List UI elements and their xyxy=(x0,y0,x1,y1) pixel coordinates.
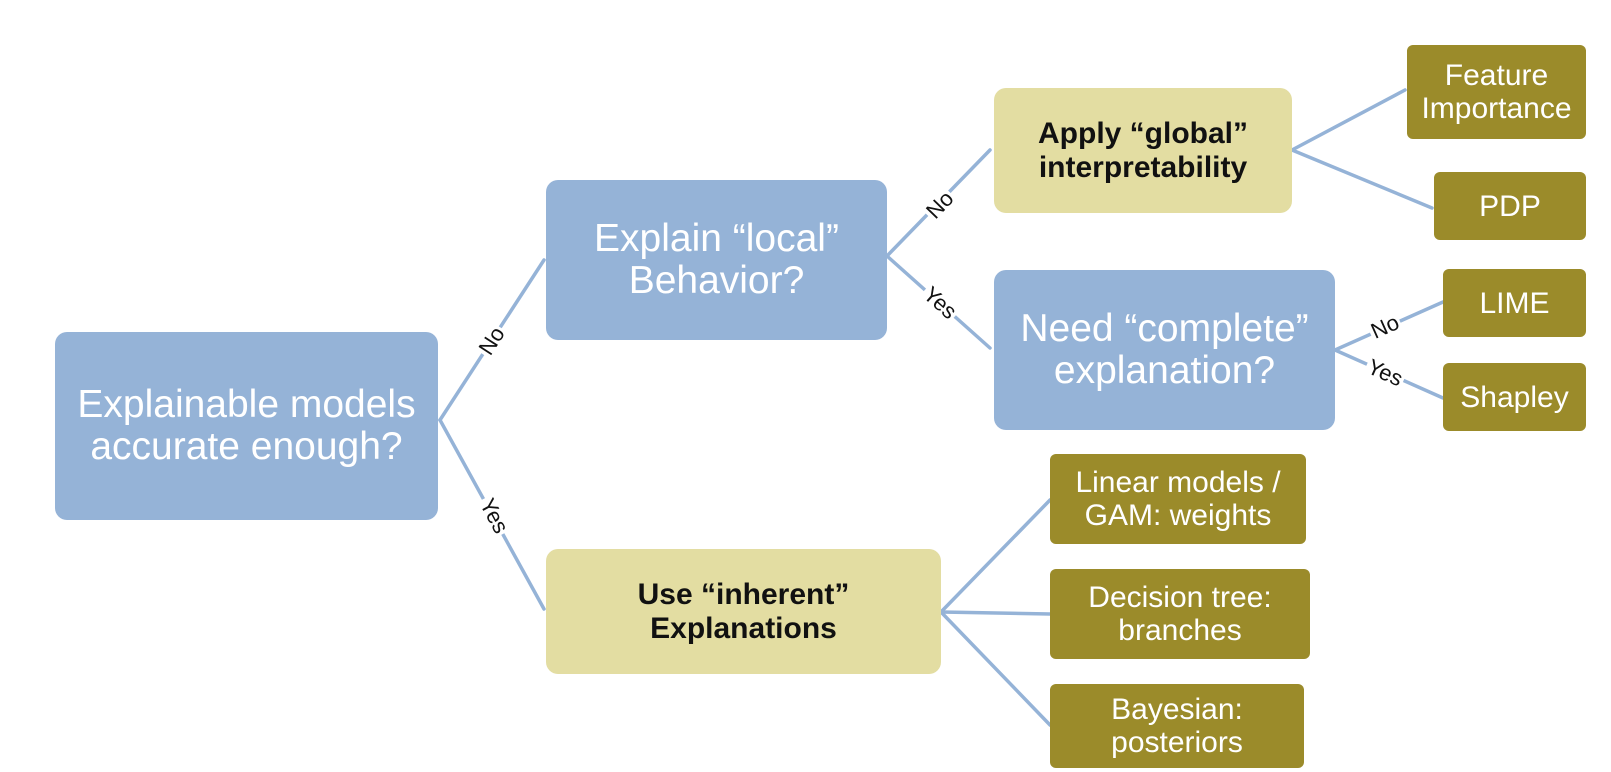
leaf-lime: LIME xyxy=(1443,269,1586,337)
leaf-decision-tree-branches: Decision tree: branches xyxy=(1050,569,1310,659)
edge-inherent-to-linear xyxy=(939,498,1052,614)
node-explain-local-behavior-label: Explain “local” Behavior? xyxy=(594,216,839,302)
node-need-complete-explanation: Need “complete” explanation? xyxy=(994,270,1335,430)
node-need-complete-explanation-label: Need “complete” explanation? xyxy=(1020,306,1309,392)
node-use-inherent-explanations-label: Use “inherent” Explanations xyxy=(637,577,850,645)
leaf-linear-models-gam-weights-label: Linear models / GAM: weights xyxy=(1075,466,1281,532)
leaf-shapley-label: Shapley xyxy=(1460,380,1569,414)
leaf-pdp-label: PDP xyxy=(1479,189,1541,223)
leaf-feature-importance-label: Feature Importance xyxy=(1421,59,1572,125)
node-apply-global-interpretability-label: Apply “global” interpretability xyxy=(1038,116,1248,184)
leaf-decision-tree-branches-label: Decision tree: branches xyxy=(1088,581,1272,647)
edge-inherent-to-decision-tree xyxy=(939,610,1052,616)
edge-inherent-to-bayesian xyxy=(939,610,1052,727)
leaf-lime-label: LIME xyxy=(1479,286,1550,320)
node-use-inherent-explanations: Use “inherent” Explanations xyxy=(546,549,941,674)
edge-global-to-pdp xyxy=(1290,148,1434,210)
leaf-bayesian-posteriors: Bayesian: posteriors xyxy=(1050,684,1304,768)
leaf-pdp: PDP xyxy=(1434,172,1586,240)
node-explainable-models-accurate-label: Explainable models accurate enough? xyxy=(77,382,416,468)
node-explainable-models-accurate: Explainable models accurate enough? xyxy=(55,332,438,520)
node-explain-local-behavior: Explain “local” Behavior? xyxy=(546,180,887,340)
node-apply-global-interpretability: Apply “global” interpretability xyxy=(994,88,1292,213)
leaf-bayesian-posteriors-label: Bayesian: posteriors xyxy=(1111,693,1243,759)
leaf-linear-models-gam-weights: Linear models / GAM: weights xyxy=(1050,454,1306,544)
leaf-shapley: Shapley xyxy=(1443,363,1586,431)
leaf-feature-importance: Feature Importance xyxy=(1407,45,1586,139)
edge-global-to-feature-importance xyxy=(1290,88,1407,152)
